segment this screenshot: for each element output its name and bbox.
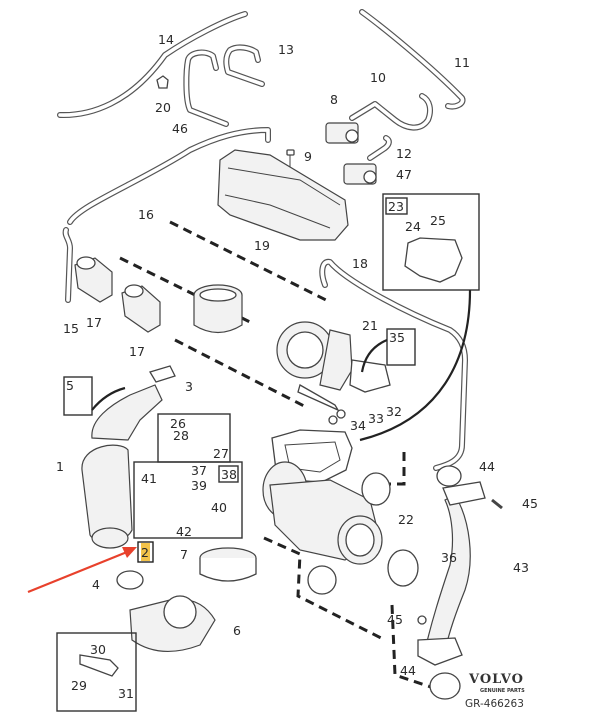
callout-10[interactable]: 10 xyxy=(370,70,386,85)
callout-38[interactable]: 38 xyxy=(221,467,237,482)
clip-20[interactable] xyxy=(156,75,169,89)
hose-15[interactable] xyxy=(62,227,73,303)
hose-16[interactable] xyxy=(67,127,271,225)
callout-16[interactable]: 16 xyxy=(138,207,154,222)
callout-34[interactable]: 34 xyxy=(350,418,366,433)
cover-assembly-19[interactable] xyxy=(217,149,349,241)
clamp-7[interactable] xyxy=(199,547,257,582)
callout-14[interactable]: 14 xyxy=(158,32,174,47)
bolt-45-bottom[interactable] xyxy=(417,615,427,625)
callout-29[interactable]: 29 xyxy=(71,678,87,693)
callout-30[interactable]: 30 xyxy=(90,642,106,657)
callout-17-left[interactable]: 17 xyxy=(86,315,102,330)
dashed-line-44 xyxy=(390,604,441,692)
valve-17-right[interactable] xyxy=(121,284,161,333)
callout-12[interactable]: 12 xyxy=(396,146,412,161)
gasket-ring-4[interactable] xyxy=(116,570,144,590)
hose-12[interactable] xyxy=(367,135,392,161)
screw-9[interactable] xyxy=(286,149,295,168)
callout-42[interactable]: 42 xyxy=(176,524,192,539)
callout-35[interactable]: 35 xyxy=(389,330,405,345)
brand-name: VOLVO xyxy=(468,672,524,687)
callout-43[interactable]: 43 xyxy=(513,560,529,575)
red-pointer-arrow xyxy=(27,547,137,594)
callout-33[interactable]: 33 xyxy=(368,411,384,426)
detail-box-5 xyxy=(63,376,126,416)
highlight-part-2[interactable] xyxy=(137,541,154,563)
callout-17-right[interactable]: 17 xyxy=(129,344,145,359)
callout-31[interactable]: 31 xyxy=(118,686,134,701)
callout-32[interactable]: 32 xyxy=(386,404,402,419)
callout-2[interactable]: 2 xyxy=(141,545,149,560)
callout-26[interactable]: 26 xyxy=(170,416,186,431)
diagram-reference: GR-466263 xyxy=(465,698,524,710)
callout-18[interactable]: 18 xyxy=(352,256,368,271)
callout-1[interactable]: 1 xyxy=(56,459,64,474)
callout-27[interactable]: 27 xyxy=(213,446,229,461)
brand-subtitle: GENUINE PARTS xyxy=(480,688,525,694)
dashed-line-bottom xyxy=(263,536,386,642)
pipe-32[interactable] xyxy=(297,384,340,412)
callout-23[interactable]: 23 xyxy=(388,199,404,214)
callout-40[interactable]: 40 xyxy=(211,500,227,515)
callout-44-bottom[interactable]: 44 xyxy=(400,663,416,678)
callout-45-top[interactable]: 45 xyxy=(522,496,538,511)
gasket-ring-44-top[interactable] xyxy=(436,465,462,487)
callout-5[interactable]: 5 xyxy=(66,378,74,393)
callout-47[interactable]: 47 xyxy=(396,167,412,182)
callout-46[interactable]: 46 xyxy=(172,121,188,136)
valve-17-left[interactable] xyxy=(74,256,113,303)
callout-15[interactable]: 15 xyxy=(63,321,79,336)
callout-45-bottom[interactable]: 45 xyxy=(387,612,403,627)
callout-19[interactable]: 19 xyxy=(254,238,270,253)
callout-11[interactable]: 11 xyxy=(454,55,470,70)
hose-46[interactable] xyxy=(183,49,229,127)
callout-44-top[interactable]: 44 xyxy=(479,459,495,474)
callout-36[interactable]: 36 xyxy=(441,550,457,565)
downpipe-43[interactable] xyxy=(417,481,486,666)
hose-11[interactable] xyxy=(359,9,466,110)
volvo-logo: VOLVO GENUINE PARTS xyxy=(468,672,525,694)
hose-14[interactable] xyxy=(57,11,248,119)
callout-6[interactable]: 6 xyxy=(233,623,241,638)
hose-18[interactable] xyxy=(319,258,468,471)
detail-box-38 xyxy=(133,461,243,539)
gasket-ring-44-bottom[interactable] xyxy=(429,672,461,700)
wastegate-actuator[interactable] xyxy=(193,284,243,334)
dashed-line-mid xyxy=(174,338,309,410)
nut-34[interactable] xyxy=(328,415,338,425)
catalytic-converter-1[interactable] xyxy=(81,384,163,549)
callout-7[interactable]: 7 xyxy=(180,547,188,562)
callout-25[interactable]: 25 xyxy=(430,213,446,228)
callout-20[interactable]: 20 xyxy=(155,100,171,115)
callout-22[interactable]: 22 xyxy=(398,512,414,527)
solenoid-valve-47[interactable] xyxy=(343,163,377,185)
callout-3[interactable]: 3 xyxy=(185,379,193,394)
gasket-3[interactable] xyxy=(149,365,176,383)
hose-10[interactable] xyxy=(349,93,433,131)
callout-13[interactable]: 13 xyxy=(278,42,294,57)
bolt-45-top[interactable] xyxy=(491,498,503,510)
callout-8[interactable]: 8 xyxy=(330,92,338,107)
callout-28[interactable]: 28 xyxy=(173,428,189,443)
detail-box-29-31 xyxy=(56,632,137,712)
callout-39[interactable]: 39 xyxy=(191,478,207,493)
hose-13[interactable] xyxy=(223,44,265,87)
dashed-line-22 xyxy=(385,452,406,486)
callout-24[interactable]: 24 xyxy=(405,219,421,234)
callout-41[interactable]: 41 xyxy=(141,471,157,486)
flange-pipe-6[interactable] xyxy=(129,595,216,653)
gasket-ring-36[interactable] xyxy=(387,549,419,587)
turbocharger-housing-21[interactable] xyxy=(276,321,391,393)
callout-37[interactable]: 37 xyxy=(191,463,207,478)
callout-21[interactable]: 21 xyxy=(362,318,378,333)
detail-box-23 xyxy=(359,193,480,442)
turbocharger-22[interactable] xyxy=(262,461,391,595)
callout-9[interactable]: 9 xyxy=(304,149,312,164)
washer-33[interactable] xyxy=(336,409,346,419)
solenoid-valve-8[interactable] xyxy=(325,122,359,144)
callout-4[interactable]: 4 xyxy=(92,577,100,592)
detail-box-35 xyxy=(360,328,416,373)
